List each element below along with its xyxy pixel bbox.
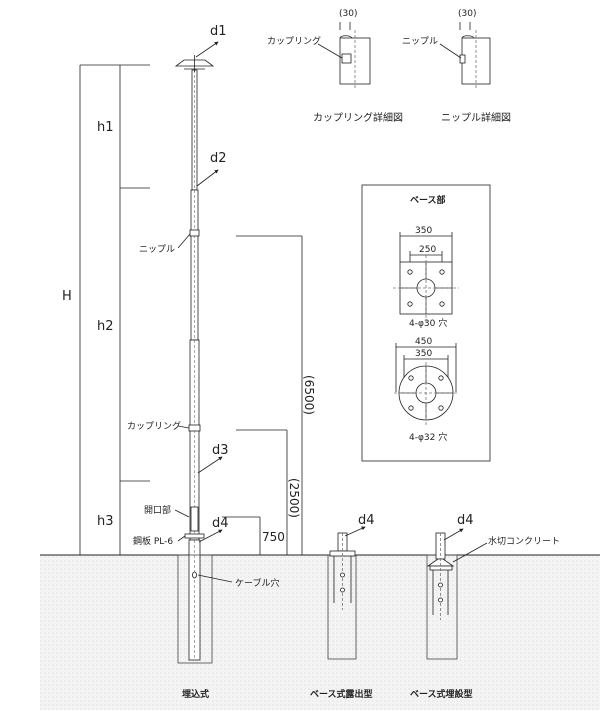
- label-cable-hole: ケーブル穴: [235, 577, 279, 589]
- label-nipple: ニップル: [139, 244, 175, 255]
- square-hole-spec: 4-φ30 穴: [409, 317, 447, 329]
- height-dimensions: [79, 64, 150, 555]
- coupling-dim: (30): [339, 9, 357, 19]
- round-inner-dim: 350: [415, 349, 432, 359]
- label-leveling-concrete: 水切コンクリート: [488, 535, 560, 547]
- caption-base-buried: ベース式埋設型: [410, 688, 473, 700]
- caption-base-exposed: ベース式露出型: [310, 688, 373, 700]
- dim-d2: d2: [210, 151, 227, 166]
- dim-2500: (2500): [287, 478, 301, 518]
- nipple-dim: (30): [458, 9, 476, 19]
- coupling-detail-label: カップリング: [267, 35, 321, 47]
- nipple-detail: [439, 22, 491, 90]
- nipple-detail-label: ニップル: [402, 36, 438, 47]
- base-buried-type: [426, 528, 488, 660]
- main-pole: [174, 55, 215, 664]
- label-coupling: カップリング: [127, 420, 181, 432]
- callout-leaders: [174, 233, 233, 583]
- base-buried-d4: d4: [457, 513, 474, 528]
- dim-h1: h1: [97, 120, 114, 135]
- nipple-joint: [189, 229, 200, 237]
- coupling-detail-caption: カップリング詳細図: [313, 111, 403, 124]
- coupling-joint: [188, 424, 201, 432]
- diameter-leaders: [195, 41, 223, 543]
- dim-d4: d4: [212, 516, 229, 531]
- caption-buried: 埋込式: [182, 688, 209, 700]
- square-inner-dim: 250: [419, 245, 436, 255]
- base-exposed-d4: d4: [358, 513, 375, 528]
- dim-h2: h2: [97, 319, 114, 334]
- dim-H: H: [62, 289, 72, 304]
- reference-heights: [222, 235, 303, 555]
- label-steel-plate: 鋼板 PL-6: [133, 535, 173, 547]
- dim-750: 750: [262, 530, 285, 544]
- buried-foundation: [177, 554, 213, 664]
- round-hole-spec: 4-φ32 穴: [409, 431, 447, 443]
- ground: [40, 555, 600, 710]
- dim-h3: h3: [97, 514, 114, 529]
- nipple-detail-caption: ニップル詳細図: [441, 111, 511, 124]
- square-outer-dim: 350: [415, 226, 432, 236]
- coupling-detail: [317, 22, 371, 90]
- cable-hole-mark: [192, 571, 197, 579]
- opening-door: [190, 506, 199, 532]
- label-opening: 開口部: [144, 504, 171, 516]
- dim-d3: d3: [212, 443, 229, 458]
- square-base-plate: [393, 232, 459, 322]
- steel-plate: [184, 533, 205, 539]
- base-exposed-type: [327, 526, 366, 660]
- base-panel-title: ベース部: [410, 194, 446, 206]
- round-base-plate: [394, 343, 458, 426]
- dim-6500: (6500): [302, 375, 316, 415]
- round-outer-dim: 450: [415, 337, 432, 347]
- dim-d1: d1: [210, 24, 227, 39]
